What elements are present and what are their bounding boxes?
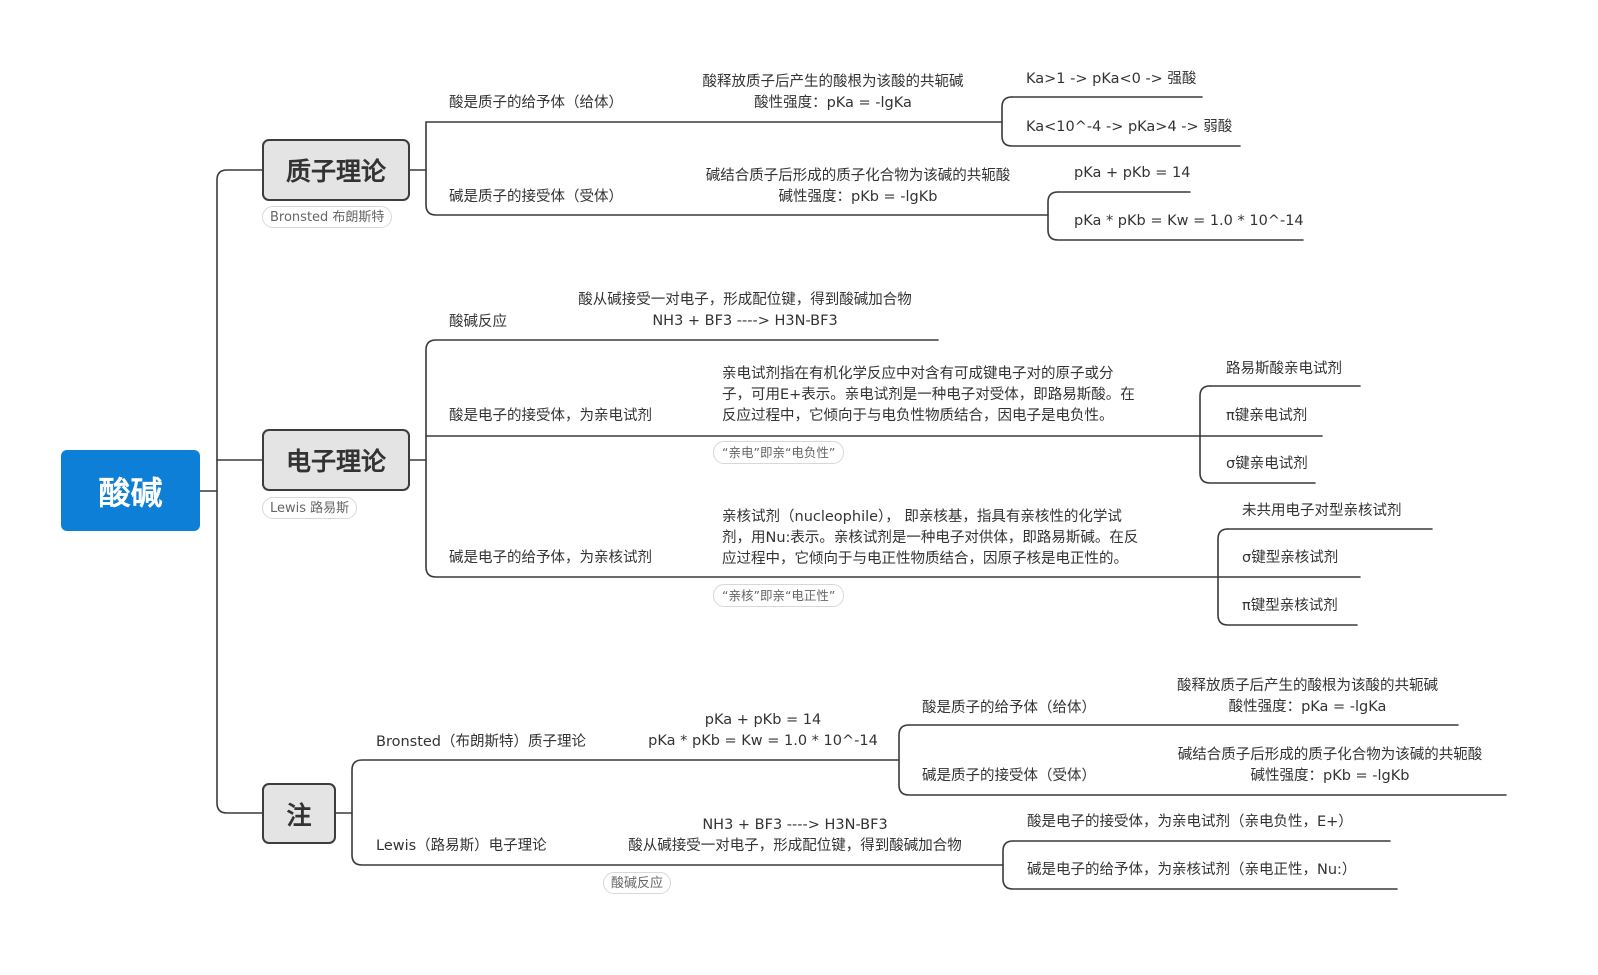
note-lewis-leaf-acid[interactable]: 酸是电子的接受体，为亲电试剂（亲电负性，E+） <box>1027 814 1353 830</box>
electron-base-desc: 亲核试剂（nucleophile）， 即亲核基，指具有亲核性的化学试剂，用Nu:… <box>722 509 1139 567</box>
proton-acid-leaf-weak[interactable]: Ka<10^-4 -> pKa>4 -> 弱酸 <box>1026 119 1233 135</box>
electron-acid-leaf-lewis[interactable]: 路易斯酸亲电试剂 <box>1226 361 1342 377</box>
electron-acid-leaf-pi[interactable]: π键亲电试剂 <box>1226 408 1308 424</box>
electron-acid-leaf-sigma[interactable]: σ键亲电试剂 <box>1226 456 1308 472</box>
electron-acid-desc: 亲电试剂指在有机化学反应中对含有可成键电子对的原子或分子，可用E+表示。亲电试剂… <box>722 366 1135 424</box>
note-lewis-topic[interactable]: Lewis（路易斯）电子理论 <box>376 838 547 854</box>
topic-note[interactable]: 注 <box>262 783 336 844</box>
electron-base-topic[interactable]: 碱是电子的给予体，为亲核试剂 <box>449 550 652 566</box>
proton-base-leaf-product[interactable]: pKa * pKb = Kw = 1.0 * 10^-14 <box>1074 213 1304 229</box>
proton-acid-topic[interactable]: 酸是质子的给予体（给体） <box>449 95 623 111</box>
root-topic[interactable]: 酸碱 <box>61 450 200 531</box>
electron-base-leaf-pi[interactable]: π键型亲核试剂 <box>1242 598 1338 614</box>
proton-acid-desc: 酸释放质子后产生的酸根为该酸的共轭碱酸性强度：pKa = -lgKa <box>702 74 964 111</box>
electron-reaction-topic[interactable]: 酸碱反应 <box>449 314 507 330</box>
electron-base-leaf-sigma[interactable]: σ键型亲核试剂 <box>1242 550 1339 566</box>
topic-electron-theory[interactable]: 电子理论 <box>262 429 410 491</box>
proton-base-desc: 碱结合质子后形成的质子化合物为该碱的共轭酸碱性强度：pKb = -lgKb <box>705 168 1011 205</box>
note-bronsted-topic[interactable]: Bronsted（布朗斯特）质子理论 <box>376 734 587 750</box>
label-lewis: Lewis 路易斯 <box>262 497 358 519</box>
note-acid-desc: 酸释放质子后产生的酸根为该酸的共轭碱酸性强度：pKa = -lgKa <box>1177 678 1438 715</box>
note-acid-topic[interactable]: 酸是质子的给予体（给体） <box>922 700 1096 716</box>
proton-base-topic[interactable]: 碱是质子的接受体（受体） <box>449 189 623 205</box>
electron-base-leaf-lonepair[interactable]: 未共用电子对型亲核试剂 <box>1242 503 1402 519</box>
electron-acid-note: “亲电”即亲“电负性” <box>713 441 845 464</box>
electron-acid-topic[interactable]: 酸是电子的接受体，为亲电试剂 <box>449 408 652 424</box>
electron-base-note: “亲核”即亲“电正性” <box>713 584 845 607</box>
note-lewis-tag: 酸碱反应 <box>603 872 672 894</box>
note-base-topic[interactable]: 碱是质子的接受体（受体） <box>922 768 1096 784</box>
proton-acid-leaf-strong[interactable]: Ka>1 -> pKa<0 -> 强酸 <box>1026 71 1197 87</box>
label-bronsted: Bronsted 布朗斯特 <box>262 206 393 228</box>
topic-proton-theory[interactable]: 质子理论 <box>262 139 410 201</box>
note-base-desc: 碱结合质子后形成的质子化合物为该碱的共轭酸碱性强度：pKb = -lgKb <box>1177 747 1483 784</box>
note-lewis-leaf-base[interactable]: 碱是电子的给予体，为亲核试剂（亲电正性，Nu:） <box>1027 862 1357 878</box>
proton-base-leaf-sum[interactable]: pKa + pKb = 14 <box>1074 165 1191 181</box>
